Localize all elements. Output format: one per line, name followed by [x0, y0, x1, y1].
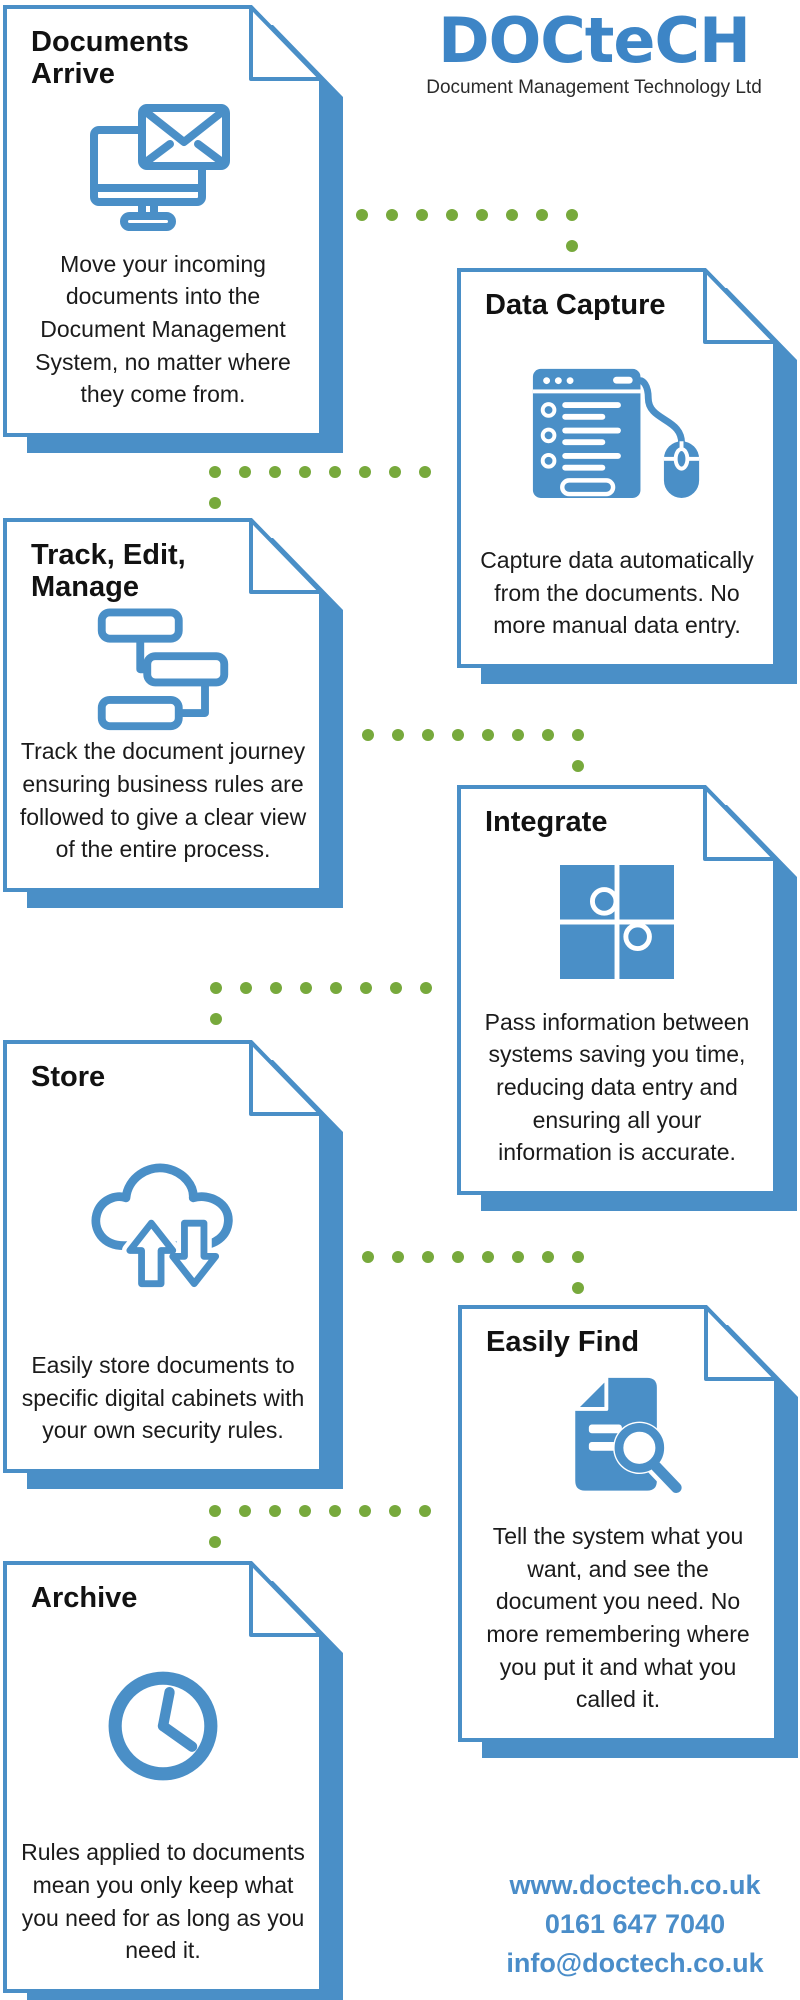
connector-dot: [269, 466, 281, 478]
card-title: Easily Find: [486, 1326, 640, 1358]
connector-dot: [300, 982, 312, 994]
connector-dot: [476, 209, 488, 221]
connector-dot: [446, 209, 458, 221]
contact-block: www.doctech.co.uk 0161 647 7040 info@doc…: [440, 1866, 800, 1983]
connector-dot: [362, 1251, 374, 1263]
connector-dot: [210, 982, 222, 994]
connector-dot: [542, 1251, 554, 1263]
connector-dot: [419, 1505, 431, 1517]
connector-dot: [209, 1505, 221, 1517]
card-documents-arrive: Documents Arrive Move your incoming docu…: [3, 5, 347, 457]
connector-dot: [482, 1251, 494, 1263]
connector-dot: [269, 1505, 281, 1517]
connector-dot: [572, 760, 584, 772]
connector-dot: [239, 1505, 251, 1517]
card-body: Rules applied to documents mean you only…: [21, 1839, 305, 1964]
connector-dot: [506, 209, 518, 221]
connector-dot: [209, 1536, 221, 1548]
connector-dot: [330, 982, 342, 994]
connector-dot: [422, 1251, 434, 1263]
card-archive: Archive Rules applied to documents mean …: [3, 1561, 347, 2000]
connector-dot: [210, 1013, 222, 1025]
connector-dot: [572, 729, 584, 741]
contact-email: info@doctech.co.uk: [506, 1948, 764, 1978]
card-title: Integrate: [485, 806, 608, 838]
contact-phone: 0161 647 7040: [544, 1909, 726, 1939]
connector-dot: [512, 1251, 524, 1263]
connector-dot: [392, 1251, 404, 1263]
cloud-sync-icon: [91, 1163, 233, 1290]
card-integrate: Integrate Pass information between syste…: [457, 785, 800, 1215]
workflow-icon: [97, 608, 229, 731]
document-search-icon: [573, 1375, 686, 1499]
card-title: Store: [31, 1061, 106, 1093]
card-store: Store Easily store documents to specific…: [3, 1040, 347, 1493]
monitor-mail-icon: [90, 103, 230, 231]
connector-dot: [240, 982, 252, 994]
card-easily-find: Easily Find Tell the system what you wan…: [458, 1305, 800, 1762]
puzzle-icon: [560, 865, 674, 980]
card-body: Move your incoming documents into the Do…: [35, 250, 291, 408]
connector-dot: [329, 466, 341, 478]
card-title: Track, Edit, Manage: [31, 539, 186, 603]
connector-dot: [299, 466, 311, 478]
contact-website: www.doctech.co.uk: [509, 1870, 761, 1900]
connector-dot: [542, 729, 554, 741]
brand-header: DOCteCH Document Management Technology L…: [398, 8, 790, 99]
connector-dot: [419, 466, 431, 478]
brand-tagline: Document Management Technology Ltd: [426, 77, 762, 99]
connector-dot: [420, 982, 432, 994]
document-shape: [458, 1305, 798, 1758]
connector-dot: [566, 240, 578, 252]
connector-dot: [389, 1505, 401, 1517]
connector-dot: [386, 209, 398, 221]
card-body: Capture data automatically from the docu…: [480, 547, 754, 639]
connector-dot: [572, 1251, 584, 1263]
card-body: Tell the system what you want, and see t…: [486, 1523, 750, 1713]
connector-dot: [512, 729, 524, 741]
card-title: Data Capture: [485, 289, 666, 321]
connector-dot: [299, 1505, 311, 1517]
connector-dot: [270, 982, 282, 994]
connector-dot: [362, 729, 374, 741]
connector-dot: [572, 1282, 584, 1294]
card-body: Track the document journey ensuring busi…: [19, 738, 307, 863]
card-body: Pass information between systems saving …: [484, 1008, 750, 1166]
connector-dot: [416, 209, 428, 221]
form-mouse-icon: [532, 368, 700, 498]
connector-dot: [329, 1505, 341, 1517]
connector-dot: [209, 497, 221, 509]
connector-dot: [482, 729, 494, 741]
doctech-logo: DOCteCH: [438, 4, 751, 77]
card-title: Documents Arrive: [31, 26, 189, 90]
card-body: Easily store documents to specific digit…: [21, 1352, 305, 1444]
clock-icon: [108, 1671, 218, 1781]
connector-dot: [359, 1505, 371, 1517]
card-data-capture: Data Capture: [457, 268, 800, 688]
connector-dot: [452, 729, 464, 741]
connector-dot: [356, 209, 368, 221]
connector-dot: [536, 209, 548, 221]
connector-dot: [566, 209, 578, 221]
card-track-edit-manage: Track, Edit, Manage Track the document j…: [3, 518, 347, 912]
connector-dot: [452, 1251, 464, 1263]
connector-dot: [360, 982, 372, 994]
connector-dot: [422, 729, 434, 741]
connector-dot: [239, 466, 251, 478]
connector-dot: [209, 466, 221, 478]
connector-dot: [359, 466, 371, 478]
connector-dot: [392, 729, 404, 741]
card-title: Archive: [31, 1582, 138, 1614]
connector-dot: [390, 982, 402, 994]
connector-dot: [389, 466, 401, 478]
